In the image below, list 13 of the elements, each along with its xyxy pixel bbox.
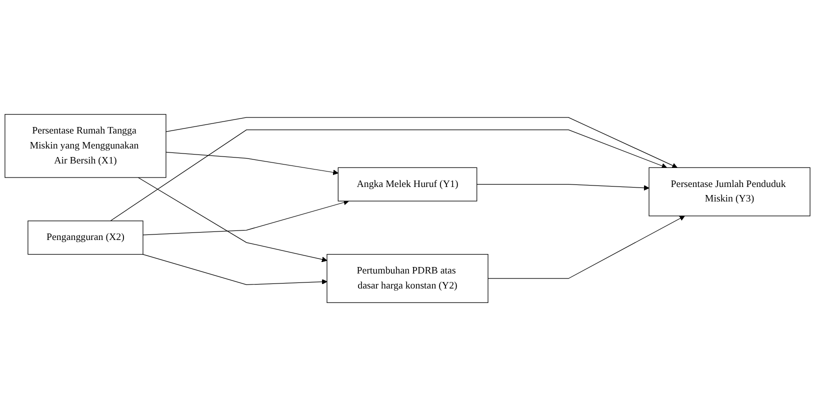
arrow bbox=[138, 177, 328, 262]
arrow bbox=[142, 200, 349, 236]
node-box: Angka Melek Huruf (Y1) bbox=[338, 167, 478, 202]
arrow bbox=[476, 184, 650, 191]
node-box: Pertumbuhan PDRB atas dasar harga konstan (Y2) bbox=[326, 254, 488, 303]
arrow bbox=[166, 117, 678, 168]
node-box: Pengangguran (X2) bbox=[28, 220, 144, 255]
arrow bbox=[110, 130, 667, 222]
arrow bbox=[142, 254, 328, 285]
arrow bbox=[488, 216, 685, 279]
node-box: Persentase Rumah Tangga Miskin yang Menggunakan Air Bersih (X1) bbox=[4, 114, 166, 178]
node-box: Persentase Jumlah Penduduk Miskin (Y3) bbox=[648, 167, 810, 216]
arrow bbox=[166, 152, 338, 176]
